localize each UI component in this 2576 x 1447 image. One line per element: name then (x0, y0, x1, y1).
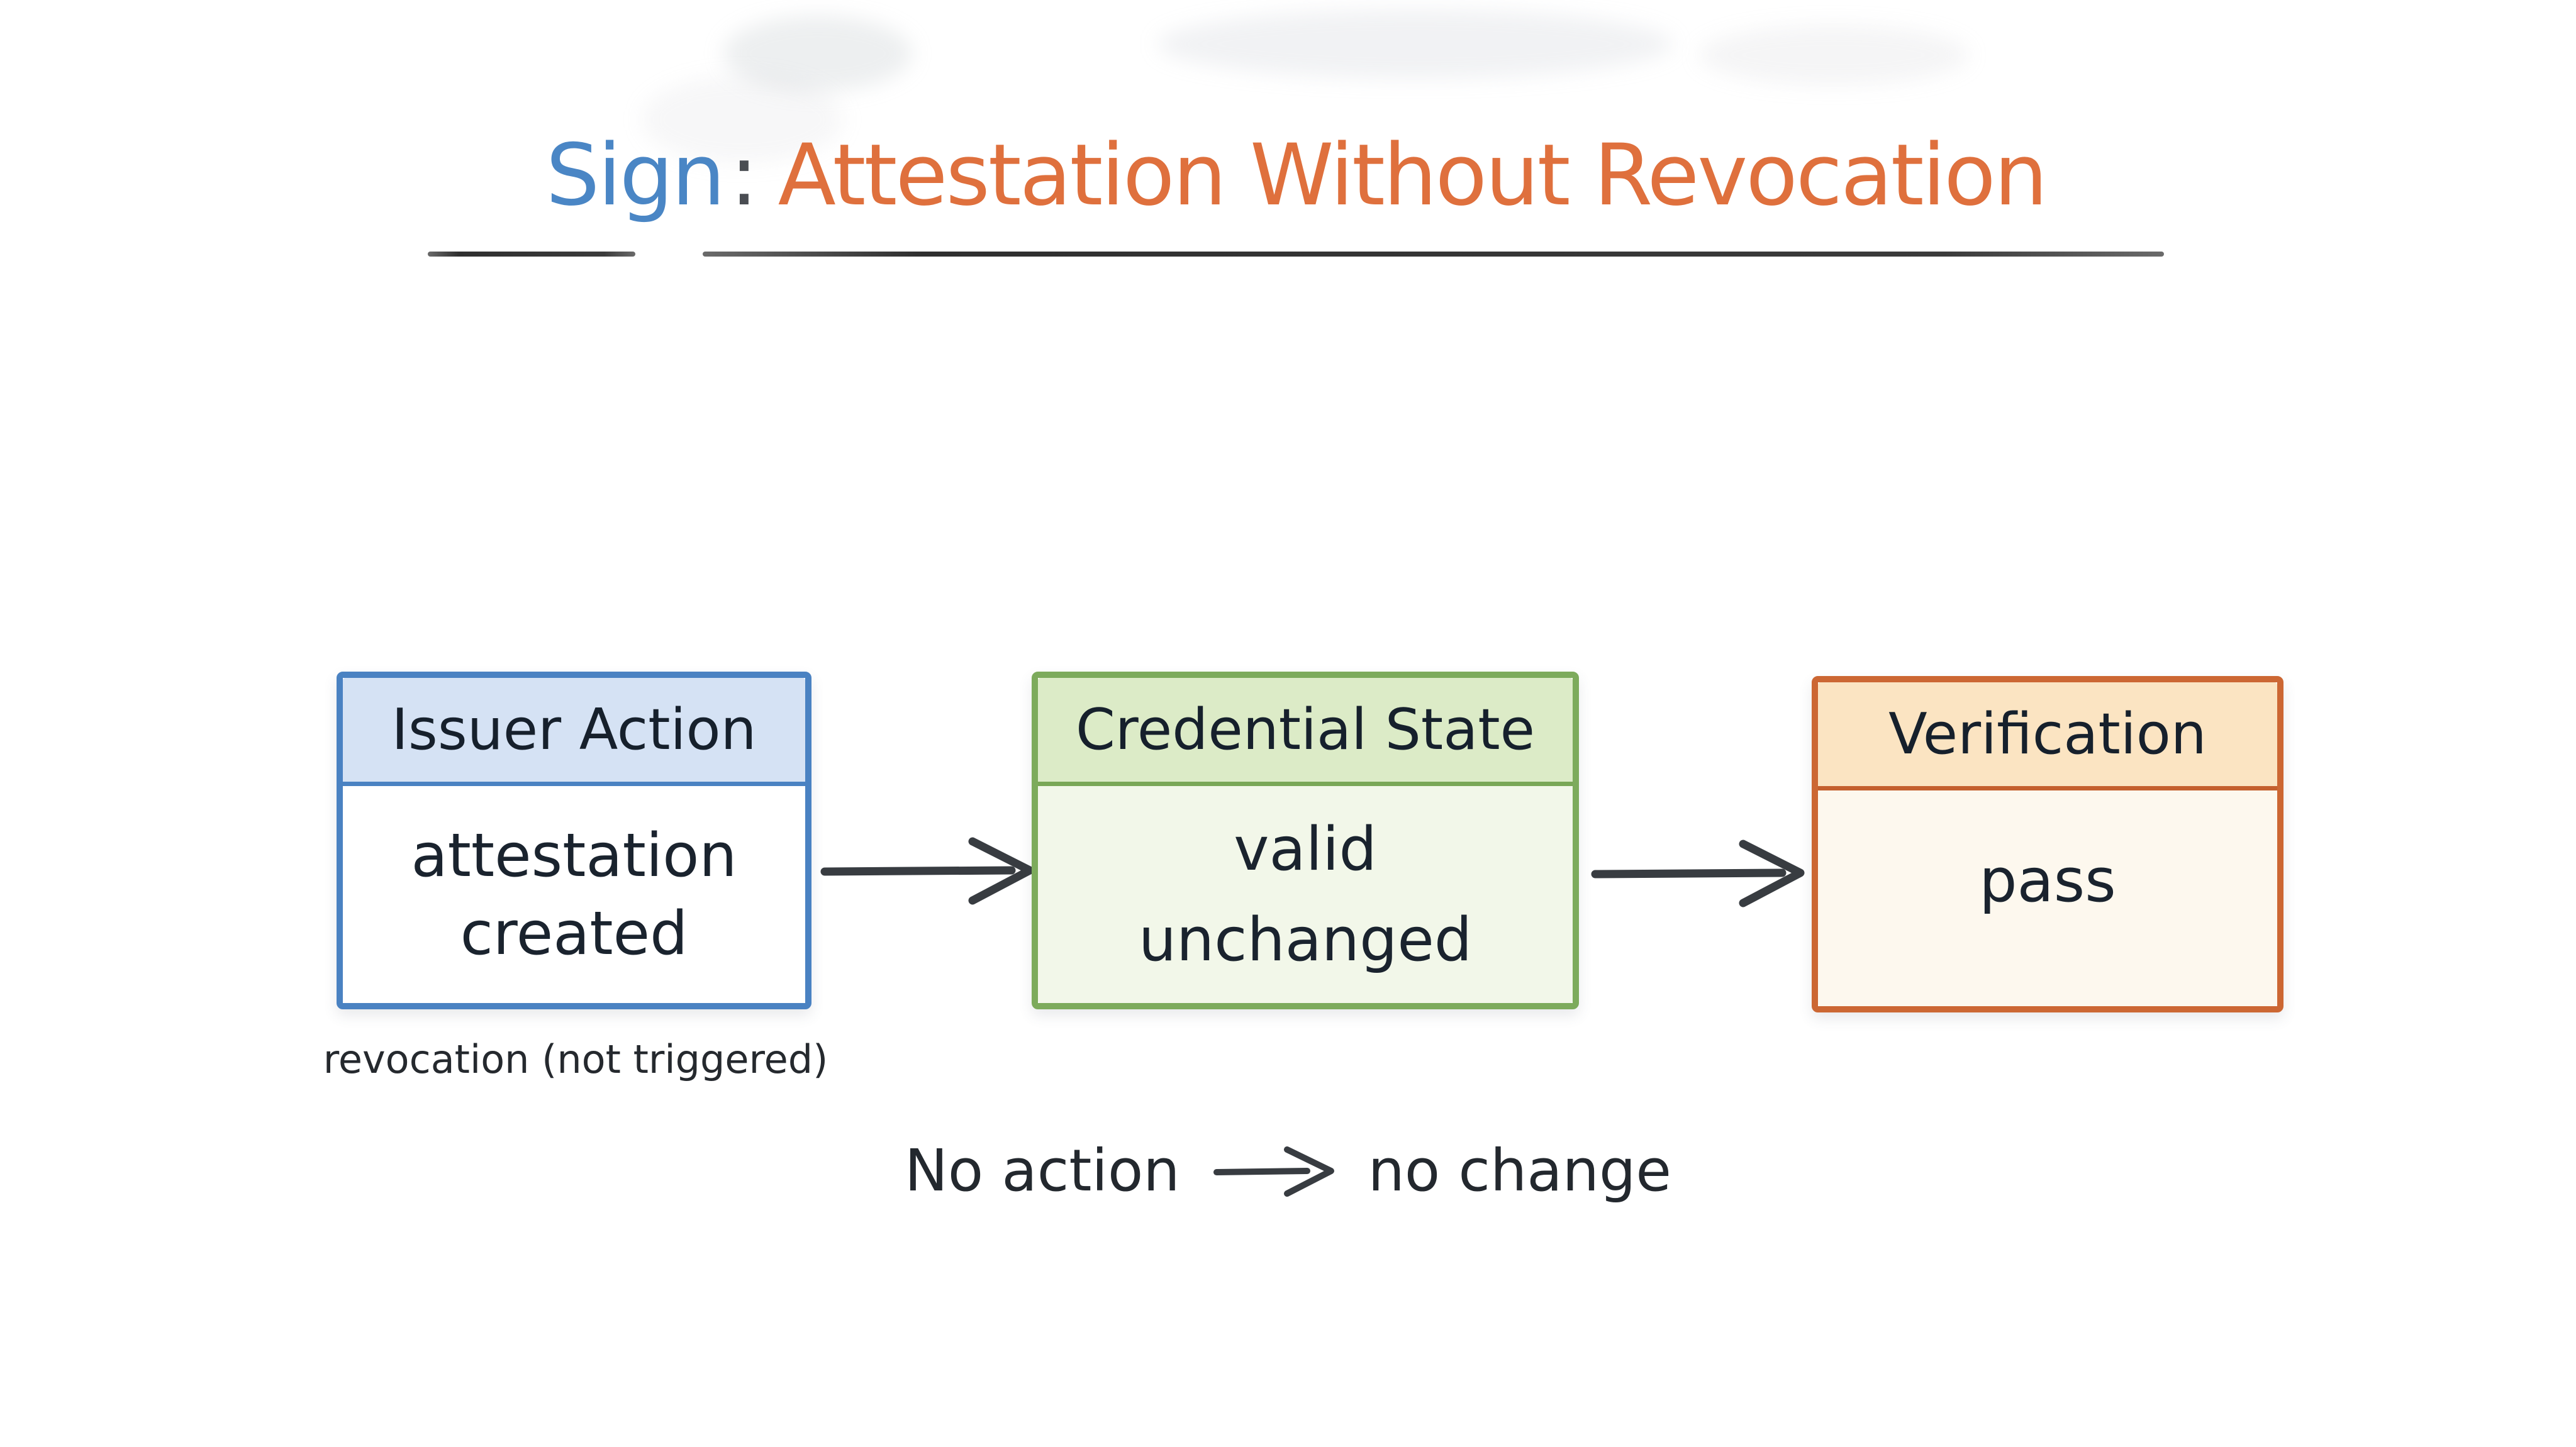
box-issuer-action: Issuer Action attestation created (337, 672, 811, 1009)
footnote-left: No action (905, 1137, 1180, 1204)
page-title: Sign:Attestation Without Revocation (403, 126, 2189, 225)
footnote-arrow-icon (1213, 1146, 1334, 1197)
box-issuer-header: Issuer Action (343, 678, 805, 786)
footnote-right: no change (1368, 1137, 1671, 1204)
scan-smudge (1157, 9, 1673, 79)
title-main: Attestation Without Revocation (778, 126, 2048, 225)
box-verification-header: Verification (1818, 682, 2277, 790)
box-verification: Verification pass (1812, 676, 2283, 1012)
scan-smudge (723, 16, 912, 91)
title-underline (428, 252, 635, 257)
title-underline (703, 252, 2164, 257)
box-verification-body: pass (1818, 790, 2277, 1006)
box-issuer-line: attestation (411, 821, 737, 890)
box-issuer-line: created (460, 899, 688, 968)
title-colon: : (730, 126, 759, 225)
flow-arrow-credential-to-verification (1591, 840, 1805, 907)
footnote: No action no change (0, 1137, 2576, 1204)
box-credential-state: Credential State valid unchanged (1032, 672, 1579, 1009)
box-credential-line: unchanged (1138, 905, 1473, 975)
scan-smudge (1698, 25, 1969, 85)
box-credential-line: valid (1234, 814, 1377, 884)
box-credential-body: valid unchanged (1038, 786, 1573, 1003)
issuer-caption: revocation (not triggered) (323, 1036, 828, 1082)
title-prefix: Sign (545, 126, 725, 225)
box-credential-header: Credential State (1038, 678, 1573, 786)
flow-arrow-issuer-to-credential (820, 837, 1034, 905)
box-issuer-body: attestation created (343, 786, 805, 1003)
box-verification-line: pass (1979, 846, 2116, 916)
